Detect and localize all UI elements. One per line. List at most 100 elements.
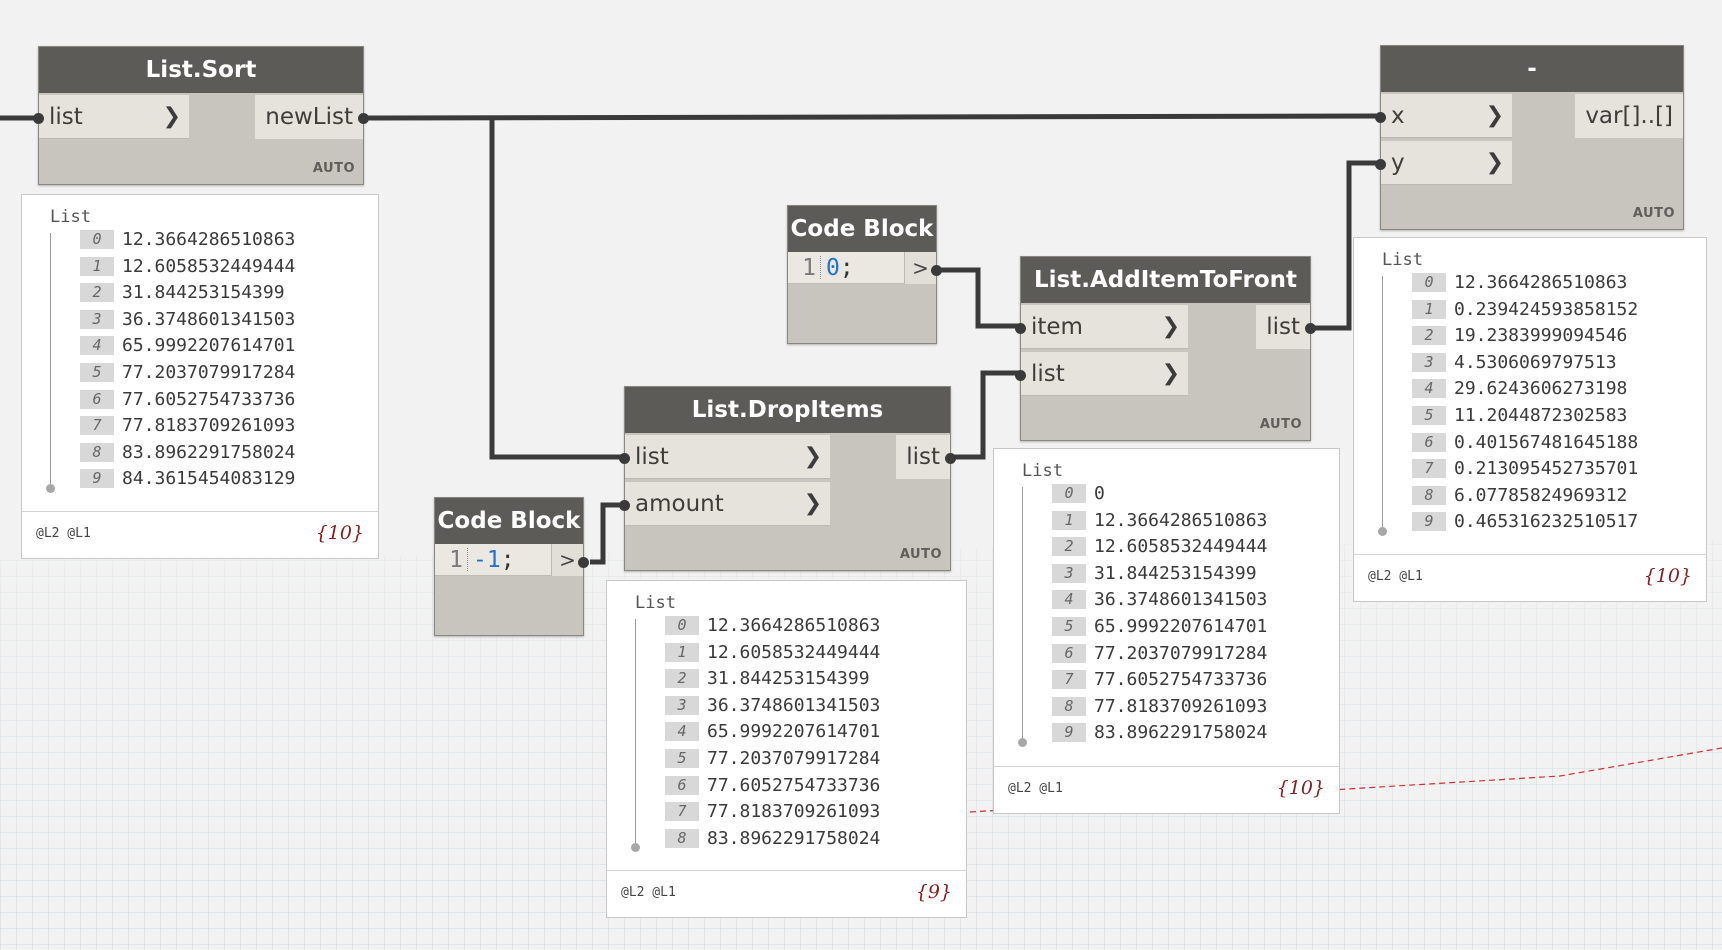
item-index: 1 <box>1412 299 1446 319</box>
input-connector-dot[interactable] <box>619 500 630 511</box>
output-port-var[interactable]: var[]..[] <box>1575 94 1683 138</box>
tree-end-dot <box>1378 527 1387 536</box>
lacing-label: AUTO <box>899 547 942 562</box>
port-label: list <box>635 444 669 470</box>
input-port-y[interactable]: y ❯ <box>1381 141 1512 185</box>
input-connector-dot[interactable] <box>619 453 630 464</box>
item-index: 1 <box>665 642 699 662</box>
item-index: 4 <box>80 336 114 356</box>
list-levels[interactable]: @L2 @L1 <box>1008 781 1063 796</box>
item-value: 12.6058532449444 <box>122 255 296 277</box>
code-block-node-zero[interactable]: Code Block 1 0; > <box>787 205 942 344</box>
node-title: - <box>1381 46 1683 92</box>
output-connector-dot[interactable] <box>358 113 369 124</box>
item-value: 77.6052754733736 <box>1094 669 1268 691</box>
list-item: 8 77.8183709261093 <box>1052 695 1267 722</box>
input-port-list[interactable]: list ❯ <box>625 435 830 479</box>
tree-end-dot <box>46 484 55 493</box>
item-value: 36.3748601341503 <box>122 308 296 330</box>
line-number: 1 <box>449 547 463 573</box>
output-port-newlist[interactable]: newList <box>255 95 363 139</box>
item-count: {10} <box>1276 777 1325 799</box>
item-value: 31.844253154399 <box>707 668 870 690</box>
tree-end-dot <box>631 843 640 852</box>
item-index: 2 <box>665 669 699 689</box>
subtract-node[interactable]: - x ❯ var[]..[] y ❯ AUTO <box>1375 45 1684 230</box>
item-index: 6 <box>1052 643 1086 663</box>
item-value: 29.6243606273198 <box>1454 378 1628 400</box>
lacing-label: AUTO <box>312 161 355 176</box>
input-connector-dot[interactable] <box>1015 370 1026 381</box>
list-levels[interactable]: @L2 @L1 <box>36 526 91 541</box>
input-port-list[interactable]: list ❯ <box>39 95 189 139</box>
output-connector-dot[interactable] <box>1305 323 1316 334</box>
item-count: {10} <box>315 522 364 544</box>
port-label: item <box>1031 314 1083 340</box>
tree-line <box>50 233 51 485</box>
item-index: 4 <box>665 722 699 742</box>
chevron-right-icon: ❯ <box>162 104 181 129</box>
item-value: 77.8183709261093 <box>1094 695 1268 717</box>
input-port-x[interactable]: x ❯ <box>1381 94 1512 138</box>
item-value: 65.9992207614701 <box>707 721 881 743</box>
list-additemtofront-node[interactable]: List.AddItemToFront item ❯ list list ❯ A… <box>1015 256 1316 441</box>
item-index: 3 <box>80 309 114 329</box>
output-connector-dot[interactable] <box>945 453 956 464</box>
input-connector-dot[interactable] <box>1015 323 1026 334</box>
input-port-list[interactable]: list ❯ <box>1021 352 1188 396</box>
input-connector-dot[interactable] <box>33 113 44 124</box>
item-value: 65.9992207614701 <box>122 335 296 357</box>
input-connector-dot[interactable] <box>1375 159 1386 170</box>
item-index: 8 <box>665 828 699 848</box>
input-port-amount[interactable]: amount ❯ <box>625 482 830 526</box>
port-label: list <box>49 104 83 130</box>
port-label: list <box>1031 361 1065 387</box>
output-port[interactable]: > <box>551 544 583 576</box>
watch-title: List <box>1382 250 1423 270</box>
input-connector-dot[interactable] <box>1375 112 1386 123</box>
node-title: Code Block <box>435 498 583 544</box>
list-levels[interactable]: @L2 @L1 <box>1368 569 1423 584</box>
item-value: 83.8962291758024 <box>707 827 881 849</box>
item-value: 77.2037079917284 <box>122 361 296 383</box>
code-block-node-minus-one[interactable]: Code Block 1 -1; > <box>434 497 589 636</box>
code-value: -1 <box>473 547 501 573</box>
output-port-list[interactable]: list <box>1256 305 1310 349</box>
code-editor-line[interactable]: 1 0; <box>788 252 904 284</box>
watch-footer: @L2 @L1 {10} <box>994 766 1339 813</box>
item-value: 65.9992207614701 <box>1094 615 1268 637</box>
output-port-list[interactable]: list <box>896 435 950 479</box>
list-levels[interactable]: @L2 @L1 <box>621 885 676 900</box>
lacing-label: AUTO <box>1259 417 1302 432</box>
item-value: 77.6052754733736 <box>707 774 881 796</box>
input-port-item[interactable]: item ❯ <box>1021 305 1188 349</box>
output-connector-dot[interactable] <box>931 265 942 276</box>
code-editor-line[interactable]: 1 -1; <box>435 544 551 576</box>
output-connector-dot[interactable] <box>578 557 589 568</box>
item-index: 2 <box>1052 537 1086 557</box>
item-index: 5 <box>1412 405 1446 425</box>
code-semicolon: ; <box>500 547 515 573</box>
list-dropitems-node[interactable]: List.DropItems list ❯ list amount ❯ AUTO <box>619 386 956 571</box>
list-sort-node[interactable]: List.Sort list ❯ newList AUTO <box>33 46 369 185</box>
output-port[interactable]: > <box>904 252 936 284</box>
watch-footer: @L2 @L1 {9} <box>607 870 966 917</box>
item-index: 6 <box>80 389 114 409</box>
list-item: 4 65.9992207614701 <box>665 720 880 747</box>
item-index: 8 <box>1052 696 1086 716</box>
